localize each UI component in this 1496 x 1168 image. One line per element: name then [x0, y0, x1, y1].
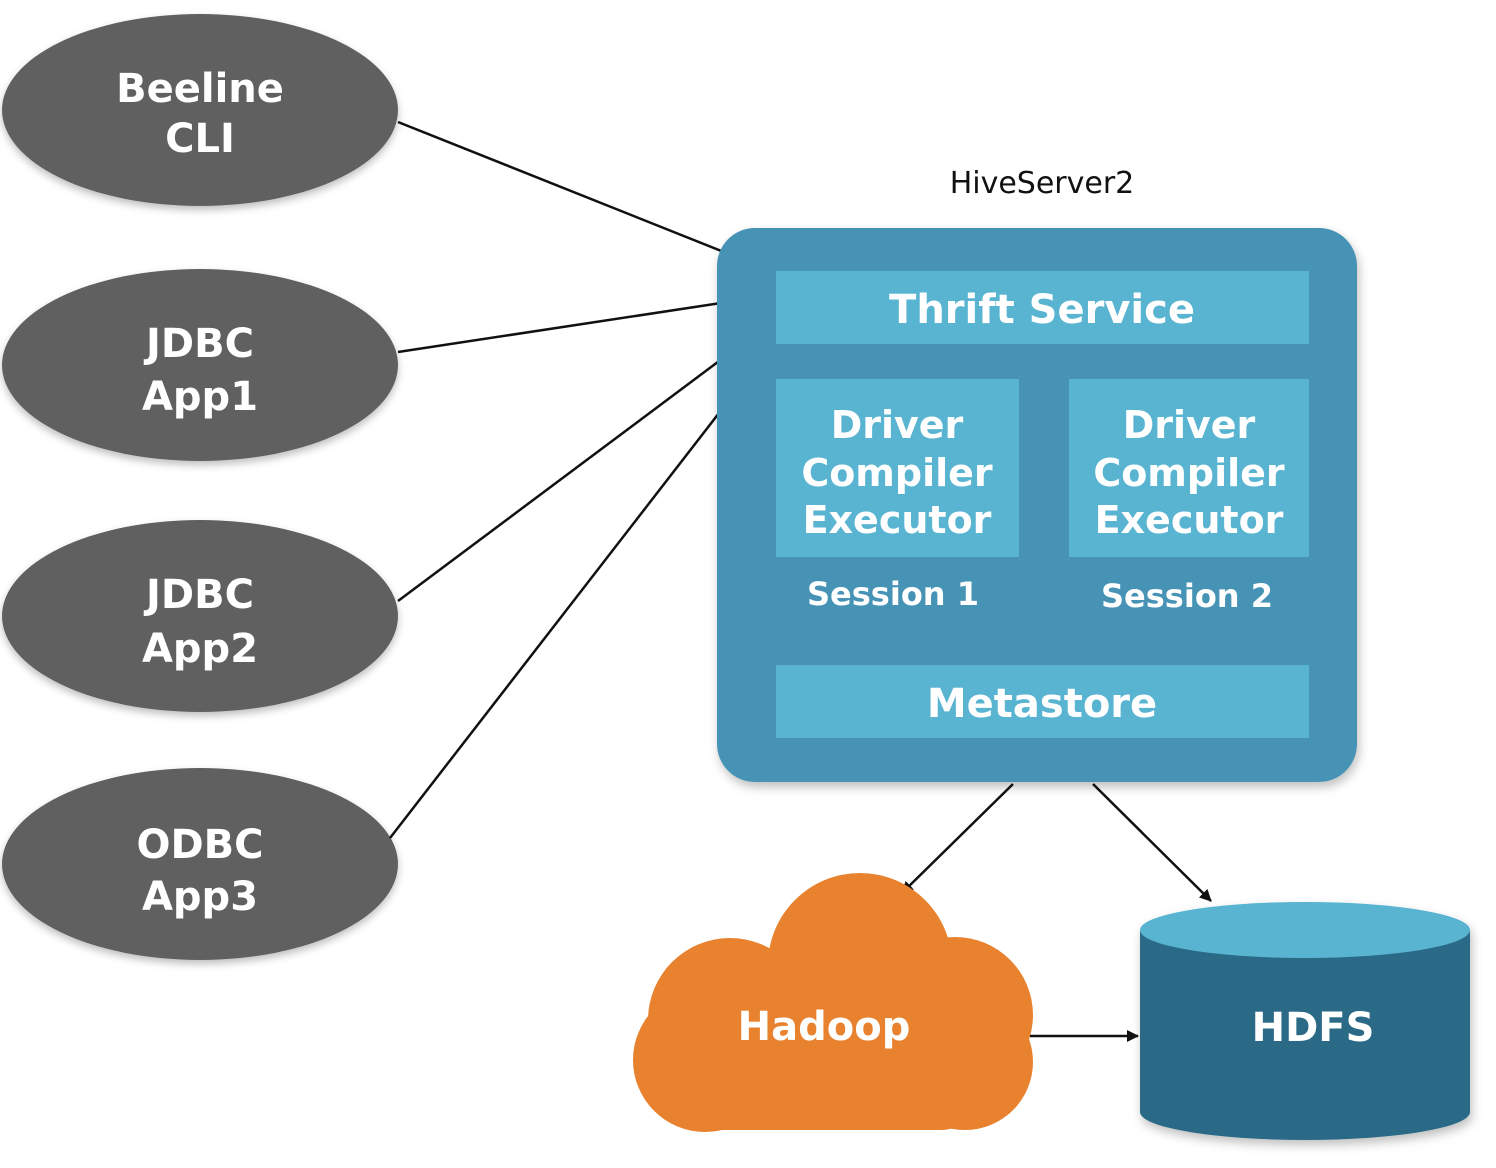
- database-icon: [1140, 902, 1470, 1140]
- cloud-icon: [633, 873, 1033, 1132]
- client-jdbc-app1-line1: JDBC: [143, 321, 254, 367]
- session-1-driver: Driver: [831, 403, 964, 447]
- client-odbc-app3-line1: ODBC: [136, 822, 263, 868]
- arrow-server-to-hdfs: [1092, 783, 1212, 902]
- hiveserver2-title: HiveServer2: [950, 166, 1135, 201]
- client-odbc-app3: ODBC App3: [2, 768, 398, 960]
- client-odbc-app3-line2: App3: [142, 874, 258, 920]
- hdfs-database: HDFS: [1140, 902, 1470, 1140]
- client-jdbc-app2-line2: App2: [142, 626, 258, 672]
- arrow-app1-to-thrift: [397, 290, 775, 354]
- client-beeline-cli: Beeline CLI: [2, 14, 398, 206]
- session-1-compiler: Compiler: [801, 451, 993, 495]
- client-beeline-cli-line1: Beeline: [116, 66, 284, 112]
- hdfs-label: HDFS: [1252, 1005, 1375, 1051]
- arrow-server-to-hadoop: [901, 783, 1014, 894]
- session-1-executor: Executor: [803, 498, 992, 542]
- thrift-service-box: Thrift Service: [776, 271, 1309, 344]
- metastore-box: Metastore: [776, 665, 1309, 738]
- thrift-service-label: Thrift Service: [889, 287, 1195, 333]
- client-jdbc-app2-line1: JDBC: [143, 572, 254, 618]
- session-2-compiler: Compiler: [1093, 451, 1285, 495]
- client-beeline-cli-line2: CLI: [165, 116, 235, 162]
- session-2-executor: Executor: [1095, 498, 1284, 542]
- session-2-box: Driver Compiler Executor: [1069, 379, 1309, 557]
- client-jdbc-app1: JDBC App1: [2, 269, 398, 461]
- hadoop-label: Hadoop: [738, 1004, 911, 1050]
- session-1-label: Session 1: [807, 575, 979, 613]
- metastore-label: Metastore: [927, 681, 1157, 727]
- session-1-box: Driver Compiler Executor: [776, 379, 1019, 557]
- client-jdbc-app2: JDBC App2: [2, 520, 398, 712]
- arrow-beeline-to-thrift: [397, 120, 775, 274]
- hiveserver2-box: Thrift Service Driver Compiler Executor …: [717, 228, 1357, 782]
- session-2-label: Session 2: [1101, 577, 1273, 615]
- arrow-app2-to-thrift: [397, 318, 775, 603]
- arrow-app3-to-thrift: [389, 341, 775, 839]
- client-jdbc-app1-line2: App1: [142, 374, 258, 420]
- hadoop-cloud: Hadoop: [633, 873, 1033, 1132]
- session-2-driver: Driver: [1123, 403, 1256, 447]
